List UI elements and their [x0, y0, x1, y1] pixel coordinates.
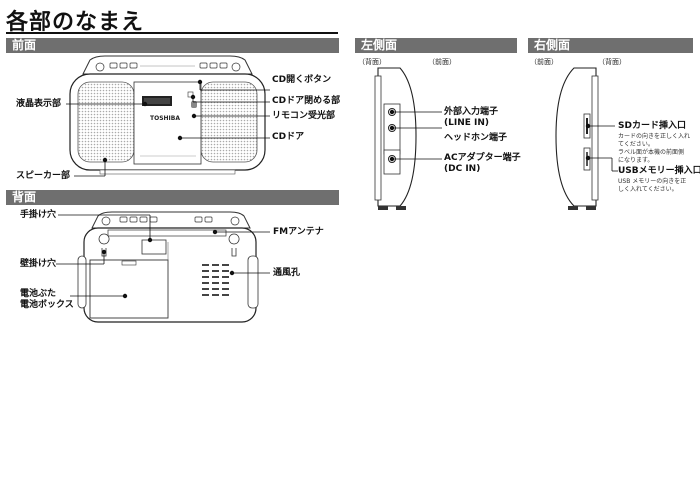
- right-side-section-header: 右側面: [528, 38, 693, 53]
- label-fm-antenna: FMアンテナ: [273, 227, 324, 237]
- label-dc-in: ACアダプター端子: [444, 153, 521, 163]
- sd-note-line-2: てください。: [618, 141, 654, 148]
- right-view-back-caption: （背面）: [598, 58, 626, 66]
- label-sd-slot: SDカード挿入口: [618, 121, 686, 131]
- sd-note-line-4: になります。: [618, 157, 654, 164]
- usb-note-line-2: しく入れてください。: [618, 186, 678, 193]
- label-dc-in-sub: (DC IN): [444, 164, 481, 174]
- usb-note-line-1: USB メモリーの向きを正: [618, 178, 687, 185]
- back-section-header: 背面: [6, 190, 339, 205]
- label-cd-door-close: CDドア閉める部: [272, 96, 341, 106]
- label-lcd: 液晶表示部: [16, 99, 62, 109]
- label-cd-open-button: CD開くボタン: [272, 75, 332, 85]
- back-view-illustration: [77, 211, 259, 323]
- label-hand-hole: 手掛け穴: [20, 210, 57, 220]
- front-brand-logo: TOSHIBA: [150, 115, 180, 122]
- sd-note-line-3: ラベル面が本機の前面側: [618, 149, 685, 156]
- label-cd-door: CDドア: [272, 132, 305, 142]
- front-section-header: 前面: [6, 38, 339, 53]
- label-battery-box: 電池ボックス: [20, 300, 74, 310]
- label-line-in-sub: (LINE IN): [444, 118, 490, 128]
- label-vent: 通風孔: [273, 268, 301, 278]
- left-view-back-caption: （背面）: [358, 58, 386, 66]
- label-line-in: 外部入力端子: [444, 107, 499, 117]
- label-wall-hole: 壁掛け穴: [20, 259, 57, 269]
- label-usb-slot: USBメモリー挿入口: [618, 166, 700, 176]
- left-view-front-caption: （前面）: [428, 58, 456, 66]
- label-remote-sensor: リモコン受光部: [272, 111, 336, 121]
- left-side-section-header: 左側面: [355, 38, 517, 53]
- right-view-front-caption: （前面）: [530, 58, 558, 66]
- label-battery-cover: 電池ぶた: [20, 289, 57, 299]
- sd-note-line-1: カードの向きを正しく入れ: [618, 133, 691, 140]
- left-side-illustration: [374, 67, 417, 210]
- label-headphone: ヘッドホン端子: [444, 133, 508, 143]
- label-speaker: スピーカー部: [16, 171, 71, 181]
- page-title: 各部のなまえ: [6, 10, 145, 35]
- title-underline: [6, 32, 338, 34]
- front-view-illustration: [69, 55, 266, 175]
